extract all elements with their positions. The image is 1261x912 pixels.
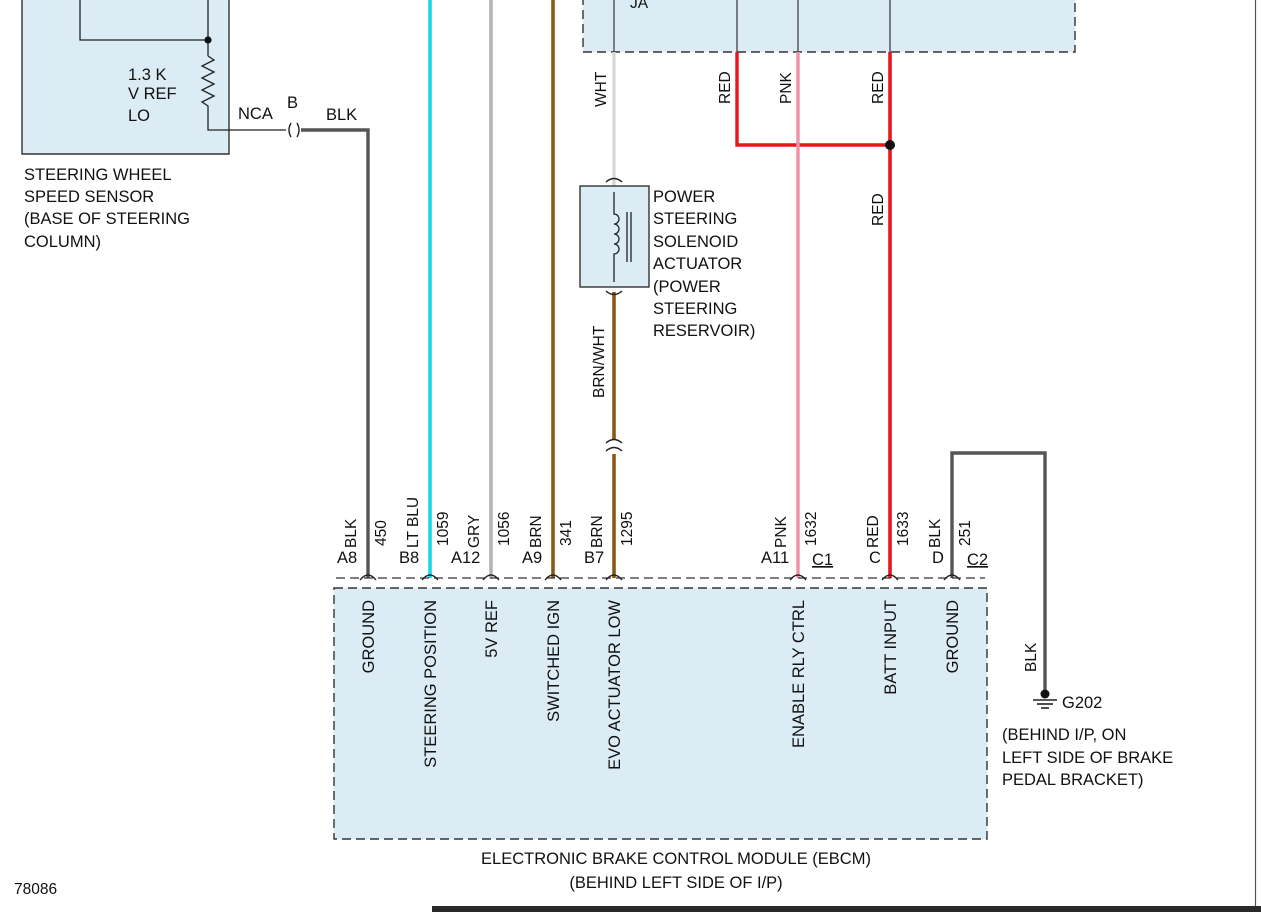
bottom-bar — [432, 906, 1261, 912]
red-splice — [885, 140, 895, 150]
pin-id-8: D — [932, 549, 944, 567]
figure-id: 78086 — [14, 881, 57, 898]
pin-color-label-4: BRN — [528, 515, 545, 548]
pin-function-8: GROUND — [944, 600, 962, 673]
ground-location-2: LEFT SIDE OF BRAKE — [1002, 749, 1173, 767]
pin-id-6: A11 — [761, 549, 789, 567]
pin-color-label-2: LT BLU — [405, 497, 422, 548]
sensor-connector-nca: NCA — [238, 105, 273, 123]
solenoid-label-4: ACTUATOR — [653, 255, 742, 273]
steering-wheel-speed-sensor: 1.3 K V REF LO NCA B STEERING WHEEL SPEE… — [21, 0, 357, 251]
ground-g202: BLK G202 (BEHIND I/P, ON LEFT SIDE OF BR… — [1002, 642, 1173, 789]
pin-function-7: BATT INPUT — [882, 600, 900, 695]
ebcm-box — [334, 588, 987, 839]
pin-function-6: ENABLE RLY CTRL — [790, 600, 808, 748]
sensor-label-1: STEERING WHEEL — [24, 166, 172, 184]
wire-label-wht: WHT — [593, 71, 610, 107]
pin-circuit-4: 341 — [558, 520, 575, 546]
pin-connector-3 — [482, 574, 500, 581]
wire-blk-251 — [950, 451, 1047, 690]
pin-circuit-8: 251 — [957, 520, 974, 546]
module-subtitle: (BEHIND LEFT SIDE OF I/P) — [569, 874, 782, 892]
pin-function-4: SWITCHED IGN — [545, 600, 563, 722]
sensor-label-2: SPEED SENSOR — [24, 188, 154, 206]
inline-connector — [605, 438, 623, 444]
power-steering-solenoid: POWER STEERING SOLENOID ACTUATOR (POWER … — [579, 177, 755, 452]
pin-id-4: A9 — [522, 549, 542, 567]
connector-c2: C2 — [967, 551, 988, 569]
solenoid-label-6: STEERING — [653, 300, 737, 318]
wire-label-red-3: RED — [870, 193, 887, 226]
pin-function-1: GROUND — [360, 600, 378, 673]
ground-location-3: PEDAL BRACKET) — [1002, 771, 1144, 789]
resistor-line3: LO — [128, 107, 150, 125]
ebcm-module: ELECTRONIC BRAKE CONTROL MODULE (EBCM) (… — [333, 577, 988, 892]
sensor-label-3: (BASE OF STEERING — [24, 210, 190, 228]
pin-connector-8 — [943, 574, 961, 581]
solenoid-label-1: POWER — [653, 188, 715, 206]
pin-connector-2 — [421, 574, 439, 581]
pin-circuit-7: 1633 — [895, 512, 912, 546]
pin-id-2: B8 — [399, 549, 419, 567]
resistor-symbol — [200, 55, 286, 131]
top-module-label: JA — [630, 0, 649, 12]
wire-label-red-1: RED — [717, 71, 734, 104]
pin-circuit-2: 1059 — [435, 512, 452, 546]
pin-color-label-6: PNK — [773, 515, 790, 548]
pin-circuit-5: 1295 — [619, 512, 636, 546]
connector-c1: C1 — [812, 551, 833, 569]
pin-function-3: 5V REF — [483, 600, 501, 658]
pin-function-5: EVO ACTUATOR LOW — [606, 600, 624, 770]
pin-circuit-3: 1056 — [496, 512, 513, 546]
pin-id-7: C — [869, 549, 881, 567]
ground-name: G202 — [1062, 694, 1102, 712]
pin-color-label-3: GRY — [466, 515, 483, 548]
solenoid-label-5: (POWER — [653, 278, 721, 296]
pin-color-label-5: BRN — [589, 515, 606, 548]
top-module: JA — [582, 0, 1076, 53]
wire-label-pnk: PNK — [778, 71, 795, 104]
module-title: ELECTRONIC BRAKE CONTROL MODULE (EBCM) — [481, 850, 871, 868]
resistor-line2: V REF — [128, 85, 177, 103]
wires — [301, 0, 1047, 690]
solenoid-coil-symbol — [613, 192, 620, 282]
pin-id-1: A8 — [337, 549, 357, 567]
wire-label-brnwht: BRN/WHT — [591, 325, 608, 398]
sensor-label-4: COLUMN) — [24, 233, 101, 251]
ground-location-1: (BEHIND I/P, ON — [1002, 726, 1126, 744]
pin-connector-7 — [881, 574, 899, 581]
pin-color-label-1: BLK — [343, 518, 360, 548]
pin-connector-4 — [544, 574, 562, 581]
pin-connector-1 — [359, 574, 377, 581]
sensor-box — [22, 0, 229, 154]
ground-wire-color: BLK — [1023, 642, 1040, 672]
pin-id-3: A12 — [451, 549, 480, 567]
pin-connector-5 — [605, 574, 623, 581]
top-module-box — [583, 0, 1075, 52]
wire-label-red-2: RED — [870, 71, 887, 104]
pin-connector-6 — [789, 574, 807, 581]
pin-color-label-8: BLK — [927, 518, 944, 548]
pin-function-2: STEERING POSITION — [422, 600, 440, 768]
pin-color-label-7: RED — [865, 515, 882, 548]
solenoid-label-2: STEERING — [653, 210, 737, 228]
sensor-splice — [204, 36, 212, 44]
sensor-connector-pin: B — [287, 94, 298, 112]
solenoid-label-7: RESERVOIR) — [653, 322, 755, 340]
pin-id-5: B7 — [584, 549, 604, 567]
pin-circuit-1: 450 — [373, 520, 390, 546]
pin-circuit-6: 1632 — [803, 512, 820, 546]
solenoid-label-3: SOLENOID — [653, 233, 738, 251]
sensor-wire-color: BLK — [326, 106, 357, 124]
wire-red-feed — [735, 52, 890, 147]
resistor-value: 1.3 K — [128, 66, 167, 84]
wire-blk-450 — [301, 128, 370, 578]
